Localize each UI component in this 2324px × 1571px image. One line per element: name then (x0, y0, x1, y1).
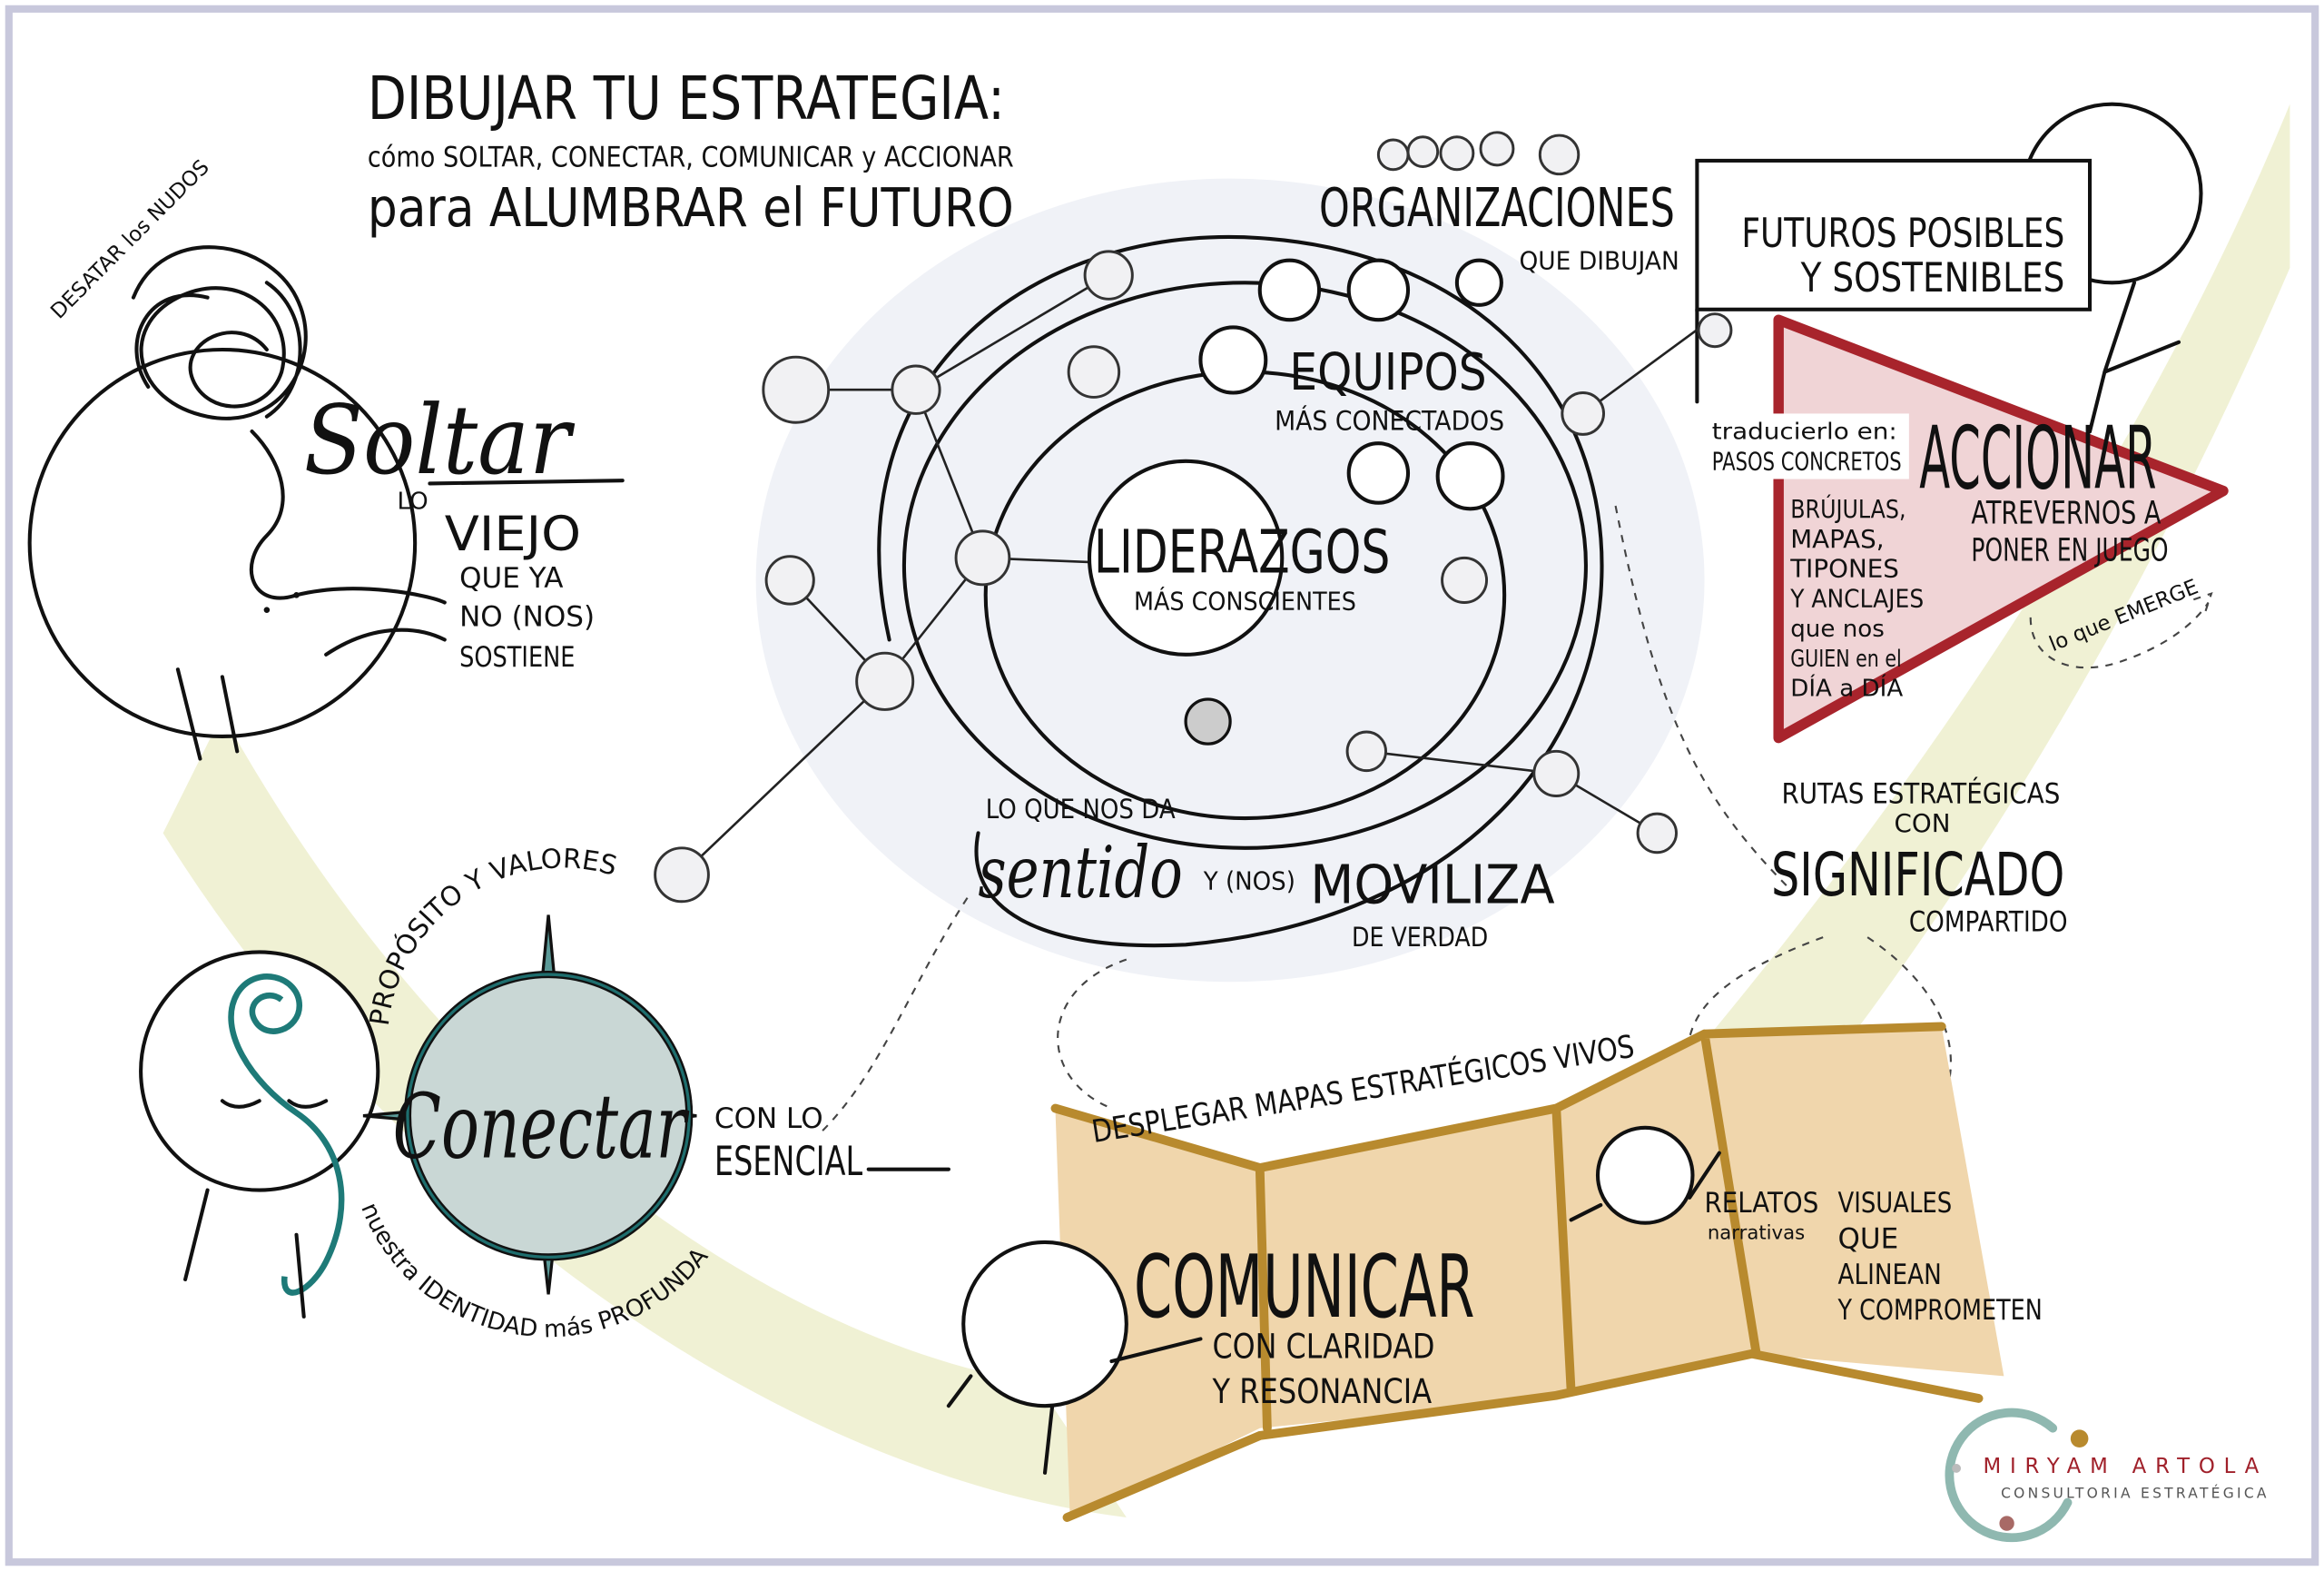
background-band-right (1704, 104, 2290, 1131)
title-block: DIBUJAR TU ESTRATEGIA: cómo SOLTAR, CONE… (368, 64, 1014, 239)
lo-que-nos-da-label: LO QUE NOS DA (986, 794, 1176, 825)
network-section: ORGANIZACIONES QUE DIBUJAN EQUIPOS MÁS C… (654, 131, 1733, 983)
map-figure-head (1595, 1125, 1695, 1225)
strategic-map (1055, 1026, 2004, 1521)
visuales-line: QUE (1837, 1222, 1898, 1255)
accionar-list-item: que nos (1790, 616, 1885, 643)
accionar-word: ACCIONAR (1919, 409, 2156, 509)
emerge-arrow-icon (2029, 591, 2213, 669)
que-dibujan-label: QUE DIBUJAN (1519, 245, 1679, 275)
mas-conectados-label: MÁS CONECTADOS (1275, 404, 1504, 436)
soltar-section: DESATAR los NUDOS Soltar LO VIEJO QUE YA… (27, 155, 625, 761)
soltar-line: SOSTIENE (459, 641, 575, 674)
relatos-label: RELATOS (1705, 1187, 1819, 1220)
organizaciones-label: ORGANIZACIONES (1319, 176, 1675, 239)
soltar-viejo: VIEJO (445, 507, 581, 562)
visuales-line: Y COMPROMETEN (1837, 1294, 2043, 1327)
moviliza-label: MOVILIZA (1310, 853, 1554, 915)
accionar-list-item: MAPAS, (1790, 524, 1884, 554)
title-line-1: DIBUJAR TU ESTRATEGIA: (368, 64, 1005, 133)
globe-icon (1184, 697, 1232, 746)
rutas-con: CON (1895, 808, 1951, 838)
visuales-line: ALINEAN (1837, 1259, 1941, 1291)
esencial-label: ESENCIAL (714, 1139, 863, 1185)
accionar-list-item: DÍA a DÍA (1790, 674, 1903, 703)
y-nos-label: Y (NOS) (1203, 866, 1295, 896)
team-figures (1198, 131, 1581, 511)
leader-figure-head (1087, 459, 1285, 657)
de-verdad-label: DE VERDAD (1352, 922, 1488, 953)
rutas-section: RUTAS ESTRATÉGICAS CON SIGNIFICADO COMPA… (1771, 776, 2068, 939)
traducirlo-label: traducierlo en: (1712, 418, 1897, 444)
knot-scribble-icon (131, 245, 447, 605)
accionar-list-item: Y ANCLAJES (1789, 583, 1924, 613)
accionar-list-item: TIPONES (1789, 554, 1899, 584)
logo-tagline: CONSULTORIA ESTRATÉGICA (2001, 1485, 2270, 1502)
title-line-3: para ALUMBRAR el FUTURO (368, 176, 1014, 239)
pasos-concretos-label: PASOS CONCRETOS (1712, 447, 1902, 477)
comunicar-line-1: CON CLARIDAD (1213, 1327, 1435, 1367)
sentido-label: sentido (979, 831, 1183, 914)
liderazgos-label: LIDERAZGOS (1094, 519, 1391, 588)
background-band (162, 714, 1127, 1518)
accionar-list-item: BRÚJULAS, (1790, 493, 1905, 524)
network-nodes (654, 250, 1733, 904)
con-lo-label: CON LO (714, 1102, 823, 1135)
conectar-figure-head (139, 950, 380, 1192)
soltar-figure-head (27, 347, 418, 738)
futuros-line-1: FUTUROS POSIBLES (1741, 211, 2064, 257)
rutas-line-1: RUTAS ESTRATÉGICAS (1781, 776, 2060, 811)
soltar-lo: LO (398, 488, 428, 515)
mas-conscientes-label: MÁS CONSCIENTES (1134, 586, 1356, 617)
brand-logo: MIRYAM ARTOLA CONSULTORIA ESTRATÉGICA (1945, 1408, 2270, 1543)
accionar-list-item: GUIEN en el (1790, 646, 1901, 673)
narrativas-label: narrativas (1708, 1222, 1805, 1245)
futuros-line-2: Y SOSTENIBLES (1800, 255, 2064, 301)
soltar-line: NO (NOS) (459, 601, 595, 634)
network-links (681, 273, 1706, 876)
equipos-label: EQUIPOS (1289, 343, 1486, 402)
soltar-word: Soltar (304, 385, 576, 496)
futuros-sign (1695, 158, 2093, 311)
atrevernos-line-1: ATREVERNOS A (1971, 496, 2161, 532)
soltar-body (175, 627, 447, 761)
comunicar-word: COMUNICAR (1134, 1238, 1475, 1338)
soltar-line: QUE YA (459, 562, 563, 595)
significado-label: SIGNIFICADO (1771, 841, 2064, 910)
org-crowd (1376, 138, 1410, 172)
compartido-label: COMPARTIDO (1909, 906, 2068, 939)
atrevernos-line-2: PONER EN JUEGO (1971, 533, 2168, 569)
comunicar-figure-head (961, 1240, 1128, 1408)
logo-name: MIRYAM ARTOLA (1983, 1455, 2268, 1478)
conectar-word: Conectar (393, 1075, 690, 1179)
spiral-icon (228, 973, 345, 1296)
map-outline (1050, 1022, 1984, 1522)
title-line-2: cómo SOLTAR, CONECTAR, COMUNICAR y ACCIO… (368, 141, 1014, 173)
comunicar-line-2: Y RESONANCIA (1212, 1371, 1433, 1411)
visuales-line: VISUALES (1837, 1187, 1952, 1220)
